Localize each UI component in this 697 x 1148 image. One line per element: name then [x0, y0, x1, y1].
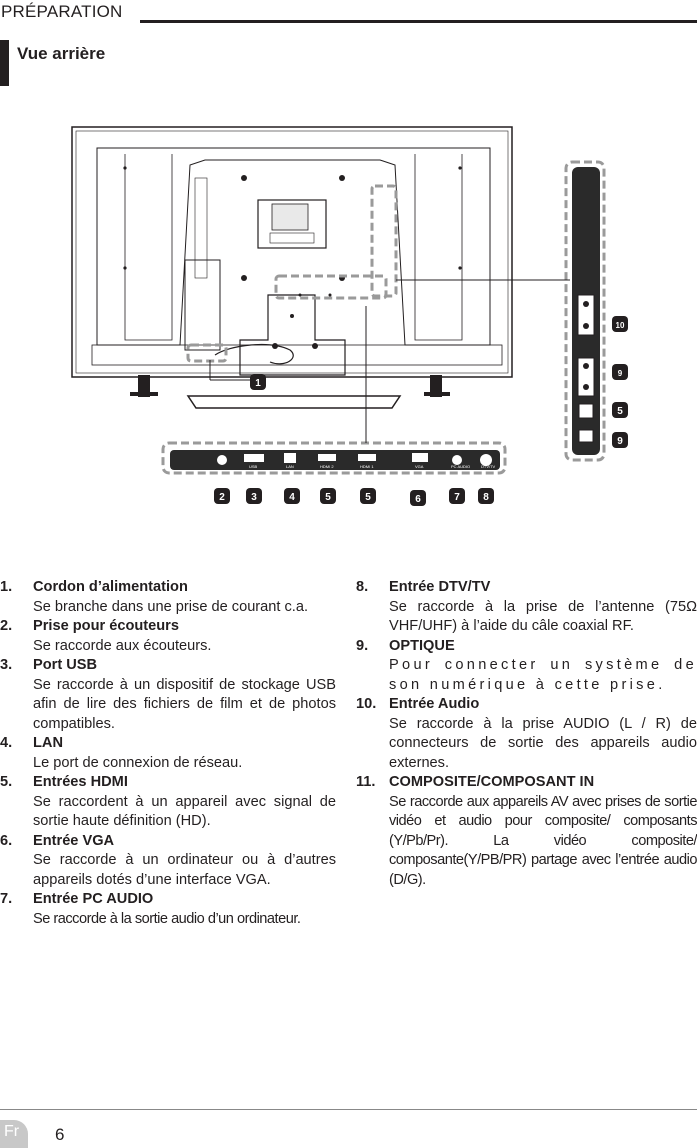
item-title: Entrée PC AUDIO — [33, 891, 154, 907]
callout-5a: 5 — [320, 488, 336, 504]
callout-6: 6 — [410, 490, 426, 506]
header-rule — [140, 20, 697, 23]
bottom-vents — [91, 344, 503, 366]
item-title: OPTIQUE — [389, 637, 455, 654]
item-list-right: 8. Entrée DTV/TV Se raccorde à la prise … — [356, 578, 697, 890]
stand-base — [186, 395, 402, 409]
item-title: COMPOSITE/COMPOSANT IN — [389, 774, 595, 790]
callout-5b: 5 — [360, 488, 376, 504]
callout-3: 3 — [246, 488, 262, 504]
list-item: 9. OPTIQUE Pour connecter un système de … — [356, 637, 697, 696]
port-label-hdmi1: HDMI 1 — [360, 464, 374, 469]
leader-lines — [209, 279, 570, 443]
callout-8: 8 — [478, 488, 494, 504]
svg-text:1: 1 — [255, 378, 261, 389]
bottom-port-panel: USB LAN HDMI 2 HDMI 1 VGA PC AUDIO DTV/T… — [170, 450, 500, 470]
port-label-lan: LAN — [286, 464, 294, 469]
svg-text:5: 5 — [617, 406, 623, 417]
item-list-left: 1. Cordon d’alimentation Se branche dans… — [0, 578, 336, 929]
list-item: 11. COMPOSITE/COMPOSANT IN Se raccorde a… — [356, 773, 697, 890]
list-item: 3. Port USB Se raccorde à un dispositif … — [0, 656, 336, 734]
svg-text:5: 5 — [325, 492, 331, 503]
language-label: Fr — [4, 1123, 20, 1140]
header-title: PRÉPARATION — [1, 2, 123, 21]
list-item: 10. Entrée Audio Se raccorde à la prise … — [356, 695, 697, 773]
list-item: 2. Prise pour écouteurs Se raccorde aux … — [0, 617, 336, 656]
svg-text:9: 9 — [617, 436, 623, 447]
item-desc: Se raccorde à un ordinateur ou à d’autre… — [33, 852, 336, 888]
port-label-pc-audio: PC AUDIO — [451, 464, 470, 469]
tv-feet — [130, 375, 450, 397]
svg-text:10: 10 — [616, 321, 625, 330]
callout-2: 2 — [214, 488, 230, 504]
item-title: Entrée VGA — [33, 832, 115, 849]
svg-text:6: 6 — [415, 494, 421, 505]
callout-9: 9 — [612, 432, 628, 448]
list-item: 6. Entrée VGA Se raccorde à un ordinateu… — [0, 832, 336, 891]
item-desc: Se raccorde à un dispositif de stockage … — [33, 676, 336, 732]
list-item: 1. Cordon d’alimentation Se branche dans… — [0, 578, 336, 617]
list-item: 5. Entrées HDMI Se raccordent à un appar… — [0, 773, 336, 832]
section-title: Vue arrière — [17, 44, 106, 63]
port-label-vga: VGA — [415, 464, 424, 469]
svg-text:7: 7 — [454, 492, 460, 503]
callout-10: 9 — [612, 364, 628, 380]
item-desc: Se raccorde aux appareils AV avec prises… — [389, 793, 697, 888]
item-title: LAN — [33, 735, 63, 751]
tv-rear-view-diagram: USB LAN HDMI 2 HDMI 1 VGA PC AUDIO DTV/T… — [71, 126, 628, 506]
page-header: PRÉPARATION — [0, 0, 697, 24]
item-desc: Pour connecter un système de son numériq… — [389, 657, 697, 693]
list-item: 7. Entrée PC AUDIO Se raccorde à la sort… — [0, 890, 336, 929]
page-number: 6 — [55, 1125, 65, 1144]
item-title: Entrée DTV/TV — [389, 579, 491, 595]
svg-text:5: 5 — [365, 492, 371, 503]
callout-5c: 5 — [612, 402, 628, 418]
highlight-regions — [161, 160, 606, 475]
item-desc: Se raccordent à un appareil avec signal … — [33, 793, 336, 830]
callout-badges: 1 2 3 4 5 5 6 7 8 9 5 9 10 — [214, 316, 628, 506]
list-item: 8. Entrée DTV/TV Se raccorde à la prise … — [356, 578, 697, 637]
item-desc: Le port de connexion de réseau. — [33, 754, 243, 771]
port-label-hdmi2: HDMI 2 — [320, 464, 334, 469]
item-title: Prise pour écouteurs — [33, 618, 179, 634]
callout-11: 10 — [612, 316, 628, 332]
svg-text:9: 9 — [618, 369, 623, 378]
svg-text:2: 2 — [219, 492, 225, 503]
language-tab: Fr — [0, 1120, 28, 1148]
tv-back-panel — [71, 126, 513, 378]
svg-text:8: 8 — [483, 492, 489, 503]
item-title: Cordon d’alimentation — [33, 579, 188, 595]
svg-text:4: 4 — [289, 492, 295, 503]
item-title: Port USB — [33, 657, 98, 673]
item-title: Entrée Audio — [389, 696, 480, 712]
callout-4: 4 — [284, 488, 300, 504]
item-desc: Se raccorde aux écouteurs. — [33, 637, 212, 654]
svg-text:3: 3 — [251, 492, 257, 503]
footer-rule — [0, 1109, 697, 1110]
item-desc: Se raccorde à la prise de l’antenne (75Ω… — [389, 598, 697, 635]
callout-1: 1 — [250, 374, 266, 390]
port-label-dtv: DTV/TV — [481, 464, 496, 469]
item-desc: Se branche dans une prise de courant c.a… — [33, 598, 309, 615]
callout-7: 7 — [449, 488, 465, 504]
side-port-panel — [572, 167, 600, 455]
item-desc: Se raccorde à la sortie audio d’un ordin… — [33, 910, 301, 927]
section-bar — [0, 40, 9, 86]
list-item: 4. LAN Le port de connexion de réseau. — [0, 734, 336, 773]
item-desc: Se raccorde à la prise AUDIO (L / R) de … — [389, 715, 697, 771]
item-title: Entrées HDMI — [33, 774, 128, 790]
port-label-usb: USB — [249, 464, 258, 469]
